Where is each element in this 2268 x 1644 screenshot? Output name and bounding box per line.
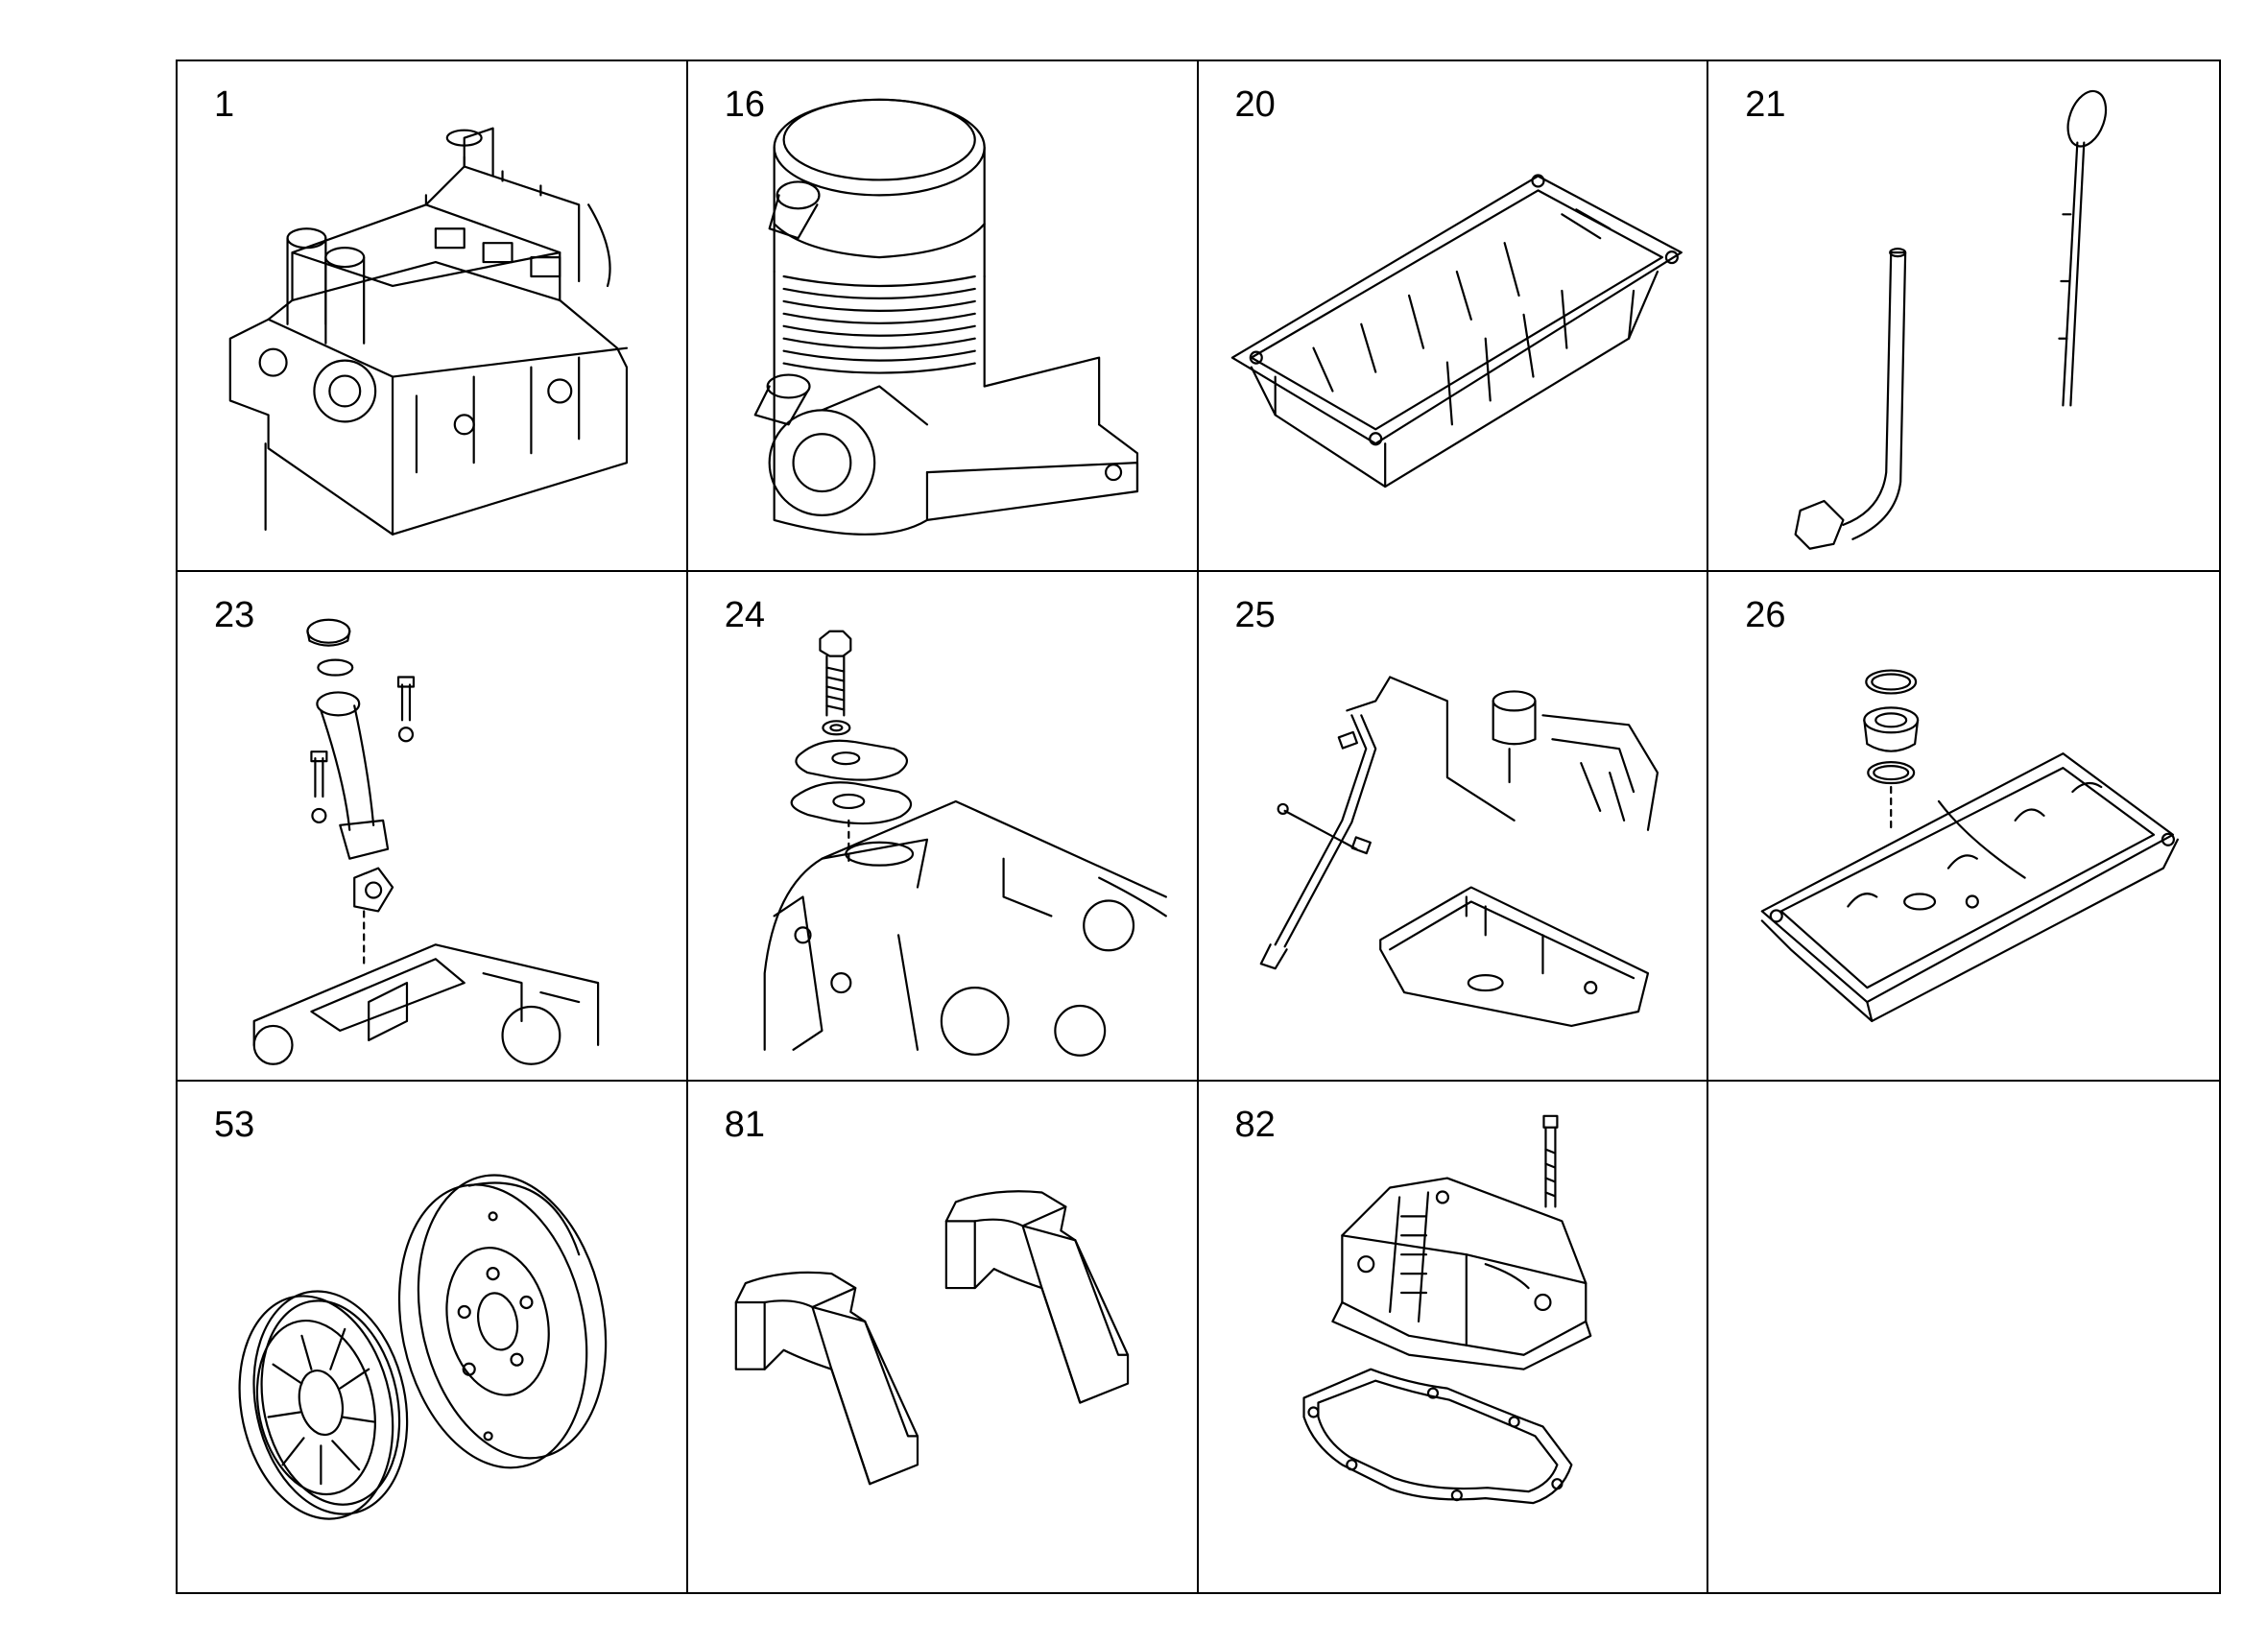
part-number-82: 82 — [1234, 1105, 1276, 1146]
part-cell-16[interactable]: 16 — [687, 61, 1199, 572]
part-number-25: 25 — [1234, 594, 1276, 635]
parts-grid: 1 16 — [176, 60, 2221, 1594]
part-number-1: 1 — [214, 84, 235, 125]
vibration-damper-pulley-icon — [178, 1082, 686, 1592]
valve-cover-gasket-icon — [1199, 1082, 1707, 1592]
oil-pan-drain-plug-icon — [1708, 572, 2219, 1081]
bolt-and-gasket-icon — [688, 572, 1197, 1081]
part-cell-23[interactable]: 23 — [178, 571, 688, 1083]
part-cell-20[interactable]: 20 — [1198, 61, 1709, 572]
part-number-20: 20 — [1234, 84, 1276, 125]
part-number-53: 53 — [214, 1105, 255, 1146]
part-cell-25[interactable]: 25 — [1198, 571, 1709, 1083]
part-cell-53[interactable]: 53 — [178, 1082, 688, 1592]
part-cell-1[interactable]: 1 — [178, 61, 688, 572]
dipstick-and-tube-icon — [1708, 61, 2219, 570]
part-cell-82[interactable]: 82 — [1199, 1082, 1709, 1592]
part-number-26: 26 — [1745, 594, 1786, 635]
part-number-81: 81 — [724, 1105, 766, 1146]
part-cell-24[interactable]: 24 — [687, 571, 1199, 1083]
oil-line-assembly-icon — [1199, 572, 1707, 1081]
part-cell-21[interactable]: 21 — [1708, 61, 2219, 572]
engine-block-icon — [178, 61, 686, 570]
part-number-23: 23 — [214, 594, 255, 635]
oil-filler-tube-icon — [178, 572, 686, 1081]
part-cell-26[interactable]: 26 — [1708, 572, 2219, 1083]
oil-separator-icon — [688, 61, 1197, 570]
bearing-cap-icon — [688, 1082, 1197, 1592]
part-number-24: 24 — [724, 594, 766, 635]
part-cell-81[interactable]: 81 — [688, 1082, 1199, 1592]
part-number-16: 16 — [724, 84, 766, 125]
part-number-21: 21 — [1745, 84, 1786, 125]
empty-cell — [1708, 1082, 2219, 1592]
oil-pan-icon — [1199, 61, 1707, 570]
